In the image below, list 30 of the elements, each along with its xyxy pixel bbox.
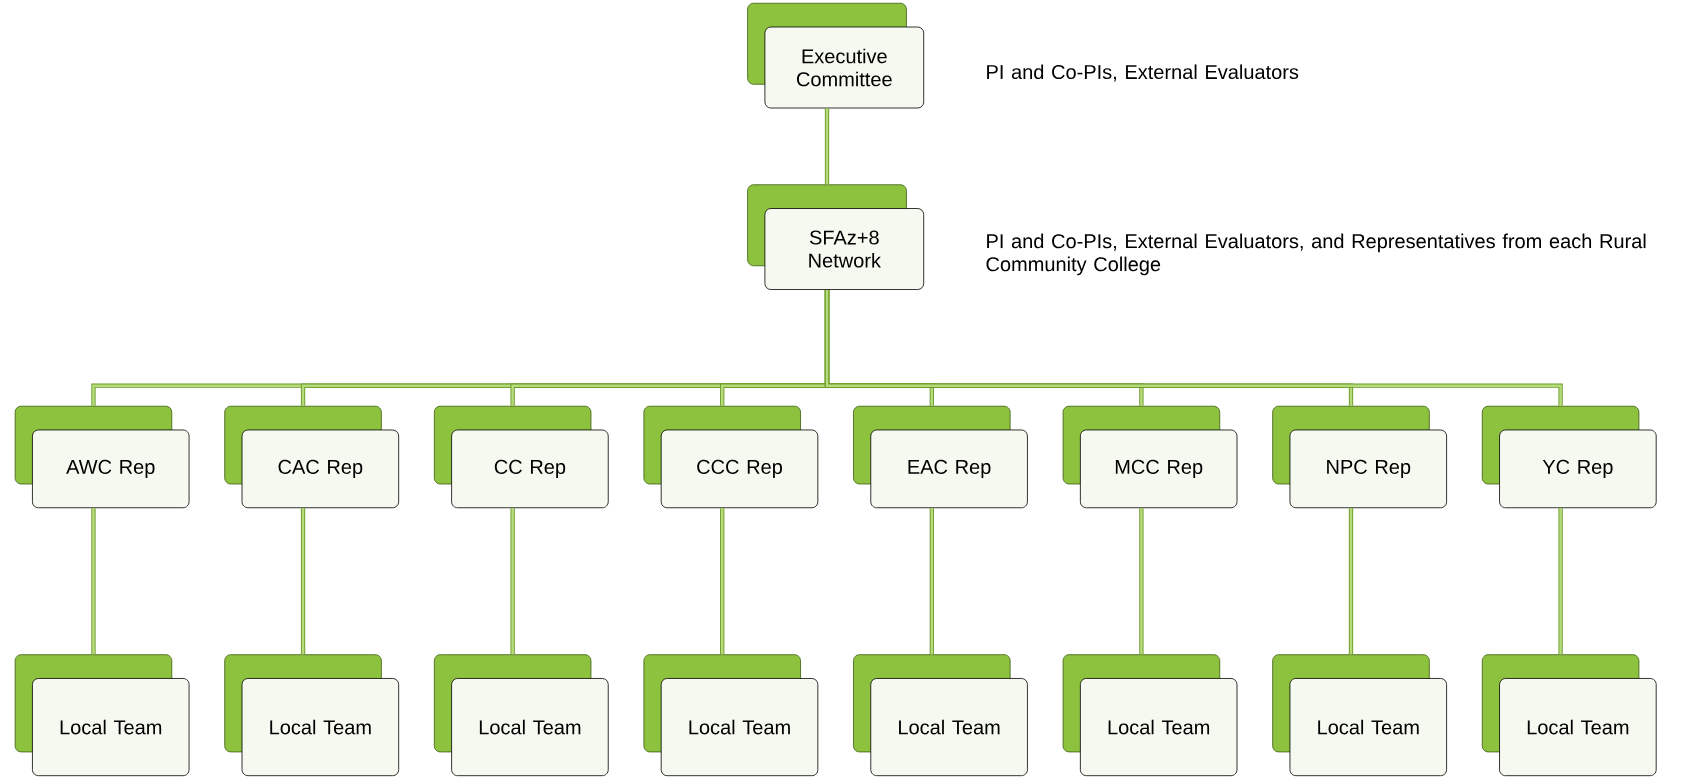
connector-line	[824, 289, 1563, 406]
org-chart-box: CC Rep	[433, 405, 609, 509]
connector-line	[824, 108, 830, 185]
connector-line	[1348, 508, 1354, 655]
annotation-text: PI and Co-PIs, External Evaluators, and Representatives from each Rural Community College	[986, 233, 1646, 276]
connector-line	[1558, 508, 1563, 655]
org-chart-box: Local Team	[643, 654, 819, 777]
org-chart-box: NPC Rep	[1272, 405, 1447, 509]
connector-line	[720, 508, 725, 655]
connector-line	[91, 508, 96, 655]
org-chart-box: Executive Committee	[747, 2, 925, 109]
connector-line	[300, 508, 306, 655]
org-chart-box: Local Team	[853, 654, 1028, 777]
connector-line	[1139, 508, 1144, 655]
org-chart-box: MCC Rep	[1062, 405, 1238, 509]
org-chart-box: YC Rep	[1481, 405, 1657, 509]
org-chart-box: Local Team	[433, 654, 609, 777]
org-chart-box: AWC Rep	[14, 405, 190, 509]
connector-line	[510, 508, 515, 655]
org-chart-box: Local Team	[1481, 654, 1657, 777]
org-chart-box: Local Team	[224, 654, 400, 777]
org-chart-box: Local Team	[1062, 654, 1238, 777]
org-chart-box: EAC Rep	[853, 405, 1028, 509]
org-chart-box: SFAz+8 Network	[747, 184, 925, 290]
org-chart-box: Local Team	[1272, 654, 1447, 777]
org-chart-box: CCC Rep	[643, 405, 819, 509]
connector-line	[929, 508, 934, 655]
org-chart-box: Local Team	[14, 654, 190, 777]
org-chart-box: CAC Rep	[224, 405, 400, 509]
annotation-text: PI and Co-PIs, External Evaluators	[987, 64, 1299, 82]
